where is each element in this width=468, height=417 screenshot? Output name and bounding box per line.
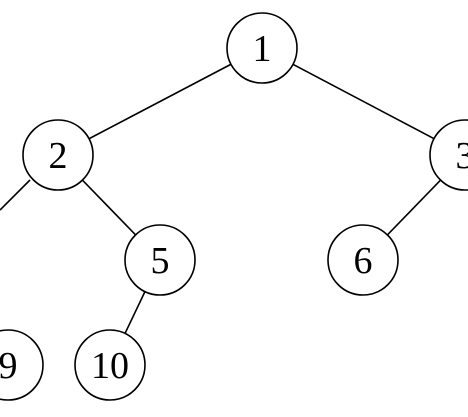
edge-5-10 [124, 291, 146, 334]
tree-node-10: 10 [74, 329, 146, 401]
tree-node-5: 5 [124, 224, 196, 296]
node-label: 6 [354, 240, 373, 282]
tree-node-3: 3 [429, 119, 468, 191]
tree-edges [0, 63, 442, 334]
node-label: 5 [151, 240, 170, 282]
tree-node-6: 6 [327, 224, 399, 296]
node-label: 9 [0, 345, 18, 387]
edge-2-offscreen-left [0, 179, 31, 211]
node-circle [327, 224, 399, 296]
node-label: 2 [49, 135, 68, 177]
edge-1-3 [292, 63, 435, 140]
edge-2-5 [81, 179, 137, 236]
edge-3-6 [386, 179, 442, 236]
node-label: 3 [456, 135, 468, 177]
node-circle [429, 119, 468, 191]
node-circle [0, 329, 44, 401]
tree-node-2: 2 [22, 119, 94, 191]
node-label: 10 [91, 345, 129, 387]
node-label: 1 [253, 28, 272, 70]
node-circle [124, 224, 196, 296]
tree-node-9: 9 [0, 329, 44, 401]
edge-1-2 [88, 63, 232, 140]
tree-nodes: 1 2 3 5 6 9 10 [0, 12, 468, 401]
node-circle [226, 12, 298, 84]
node-circle [22, 119, 94, 191]
tree-node-1: 1 [226, 12, 298, 84]
node-circle [74, 329, 146, 401]
